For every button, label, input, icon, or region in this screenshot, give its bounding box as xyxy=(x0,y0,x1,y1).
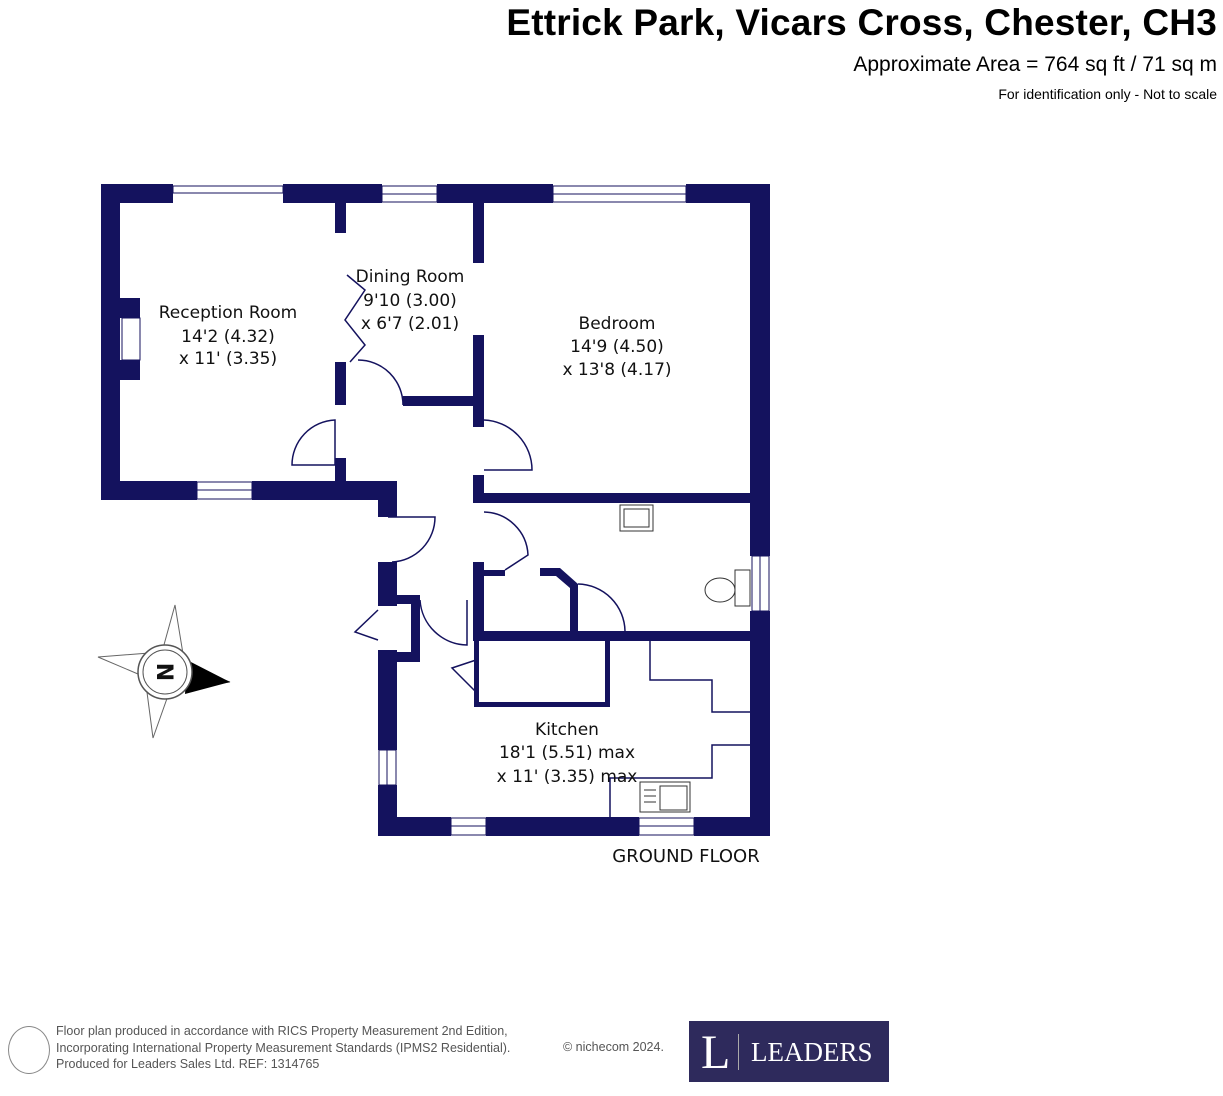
sink-icon xyxy=(619,504,654,532)
room-dim: x 11' (3.35) max xyxy=(497,767,638,787)
copyright: © nichecom 2024. xyxy=(563,1040,664,1054)
room-dining: Dining Room 9'10 (3.00) x 6'7 (2.01) xyxy=(356,267,465,334)
room-bedroom: Bedroom 14'9 (4.50) x 13'8 (4.17) xyxy=(562,314,671,380)
property-title: Ettrick Park, Vicars Cross, Chester, CH3 xyxy=(506,2,1217,43)
room-dim: 14'2 (4.32) xyxy=(181,327,275,347)
compass-icon: N xyxy=(97,604,231,739)
fixtures xyxy=(619,504,751,813)
compass-letter: N xyxy=(151,663,176,681)
logo-letter: L xyxy=(701,1026,731,1079)
footer-line: Produced for Leaders Sales Ltd. REF: 131… xyxy=(56,1057,320,1071)
room-dim: x 6'7 (2.01) xyxy=(361,314,459,334)
floor-label: GROUND FLOOR xyxy=(612,846,759,867)
room-dim: x 13'8 (4.17) xyxy=(562,360,671,380)
logo-divider xyxy=(738,1034,739,1070)
room-name: Reception Room xyxy=(159,303,297,323)
room-name: Kitchen xyxy=(535,720,599,740)
room-dim: x 11' (3.35) xyxy=(179,349,277,369)
footer-line: Incorporating International Property Mea… xyxy=(56,1040,511,1055)
room-reception: Reception Room 14'2 (4.32) x 11' (3.35) xyxy=(159,303,297,369)
leaders-logo: L LEADERS xyxy=(689,1021,889,1082)
room-kitchen: Kitchen 18'1 (5.51) max x 11' (3.35) max xyxy=(497,720,638,787)
footer-line: Floor plan produced in accordance with R… xyxy=(56,1024,508,1038)
kitchen-sink-icon xyxy=(639,781,691,813)
doors xyxy=(291,274,750,817)
room-dim: 14'9 (4.50) xyxy=(570,337,664,357)
windows xyxy=(121,185,770,836)
scale-note: For identification only - Not to scale xyxy=(998,86,1217,102)
room-name: Bedroom xyxy=(579,314,656,334)
walls xyxy=(101,184,770,836)
logo-name: LEADERS xyxy=(751,1037,873,1067)
person-icon xyxy=(8,1026,50,1074)
footer-disclaimer: Floor plan produced in accordance with R… xyxy=(56,1023,510,1073)
room-dim: 18'1 (5.51) max xyxy=(499,743,635,763)
room-name: Dining Room xyxy=(356,267,465,287)
toilet-icon xyxy=(704,577,736,603)
room-dim: 9'10 (3.00) xyxy=(363,291,457,311)
approximate-area: Approximate Area = 764 sq ft / 71 sq m xyxy=(853,53,1217,76)
